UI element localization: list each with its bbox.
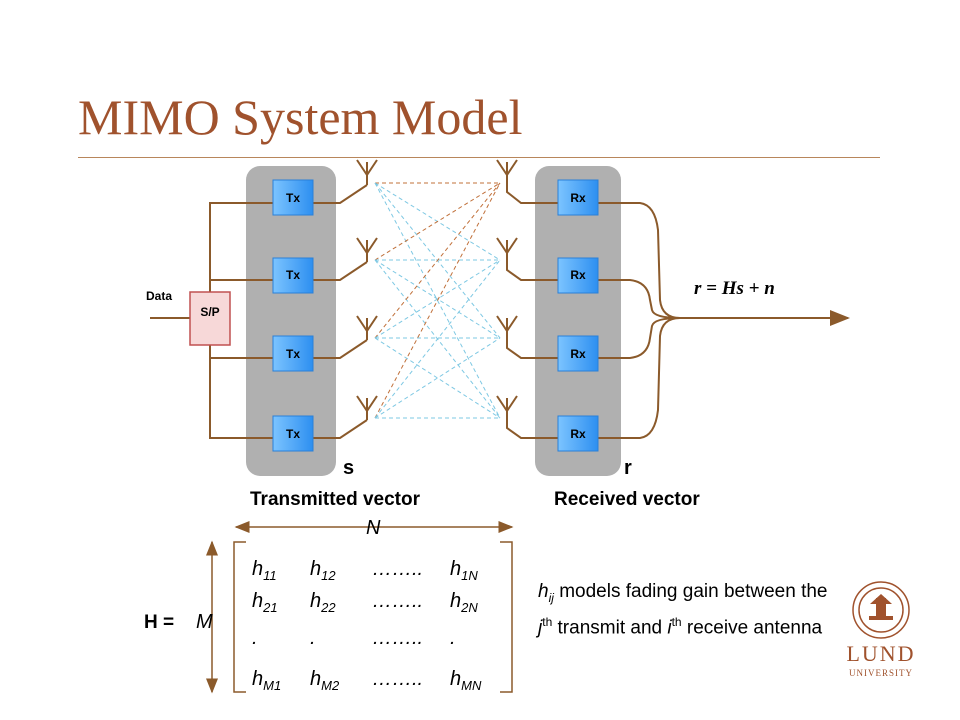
rx-label: Rx — [570, 268, 586, 282]
matrix-right-bracket — [500, 541, 513, 693]
matrix-entry: …….. — [372, 558, 424, 580]
logo-university-text: UNIVERSITY — [849, 668, 913, 678]
matrix-entry: . — [450, 627, 456, 649]
matrix-entry: h1N — [450, 558, 478, 583]
logo-lund-text: LUND — [846, 641, 915, 666]
channel-link — [374, 182, 501, 339]
channel-link — [374, 259, 501, 339]
n-label: N — [366, 517, 381, 539]
fading-gain-note: hij models fading gain between the jth t… — [538, 580, 838, 640]
note-text-2: transmit and — [552, 617, 668, 639]
matrix-entry: . — [252, 627, 258, 649]
sp-label: S/P — [200, 305, 219, 319]
rx-label: Rx — [570, 427, 586, 441]
channel-link — [374, 259, 501, 419]
rx-box-3 — [557, 335, 599, 372]
data-label: Data — [146, 289, 172, 303]
tx-label: Tx — [286, 347, 300, 361]
tx-boxes: Tx Tx Tx Tx — [272, 179, 314, 452]
channel-link — [374, 337, 501, 419]
note-i: i — [667, 617, 672, 639]
m-label: M — [196, 611, 213, 633]
matrix-entry: …….. — [372, 668, 424, 690]
lund-university-logo: LUND UNIVERSITY — [846, 581, 915, 678]
r-vector-label: r — [624, 457, 632, 479]
title-divider — [78, 157, 880, 158]
system-equation: r = Hs + n — [694, 278, 775, 299]
received-vector-label: Received vector — [554, 489, 700, 510]
matrix-entry: hM2 — [310, 668, 340, 693]
note-th-2: th — [671, 614, 682, 629]
tx-label: Tx — [286, 191, 300, 205]
matrix-entry: h21 — [252, 590, 278, 615]
channel-link — [374, 182, 501, 419]
rx-boxes: Rx Rx Rx Rx — [557, 179, 599, 452]
channel-link — [374, 182, 501, 261]
rx-box-1 — [557, 179, 599, 216]
channel-links — [374, 182, 501, 419]
matrix-left-bracket — [233, 541, 246, 693]
matrix-entry: h11 — [252, 558, 277, 583]
rx-panel — [535, 166, 621, 476]
tx-box-4 — [272, 415, 314, 452]
matrix-entry: h22 — [310, 590, 336, 615]
channel-link — [374, 337, 501, 419]
note-h-sub: ij — [548, 590, 554, 605]
tx-panel — [246, 166, 336, 476]
tx-box-3 — [272, 335, 314, 372]
matrix-entry: h12 — [310, 558, 336, 583]
note-text-1: models fading gain between the — [553, 581, 828, 602]
tx-label: Tx — [286, 427, 300, 441]
rx-label: Rx — [570, 191, 586, 205]
rx-box-4 — [557, 415, 599, 452]
s-vector-label: s — [343, 457, 354, 479]
note-j: j — [538, 617, 543, 639]
matrix-entry: hM1 — [252, 668, 282, 693]
matrix-entry: …….. — [372, 590, 424, 612]
note-text-3: receive antenna — [681, 617, 823, 639]
matrix-entry: h2N — [450, 590, 478, 615]
tx-box-1 — [272, 179, 314, 216]
rx-label: Rx — [570, 347, 586, 361]
rx-box-2 — [557, 257, 599, 294]
tx-label: Tx — [286, 268, 300, 282]
rx-antennas — [496, 159, 560, 439]
note-th-1: th — [542, 614, 553, 629]
note-h: h — [538, 581, 549, 602]
sp-converter-box — [189, 291, 231, 346]
tx-box-2 — [272, 257, 314, 294]
tx-wires — [313, 184, 368, 439]
transmitted-vector-label: Transmitted vector — [250, 489, 421, 510]
tx-antennas — [356, 159, 378, 420]
page-title: MIMO System Model — [78, 89, 523, 145]
rx-output-wires — [598, 202, 850, 439]
matrix-entry: . — [310, 627, 316, 649]
matrix-entry: hMN — [450, 668, 482, 693]
matrix-entry: …….. — [372, 627, 424, 649]
h-matrix-label: H = — [144, 612, 174, 633]
